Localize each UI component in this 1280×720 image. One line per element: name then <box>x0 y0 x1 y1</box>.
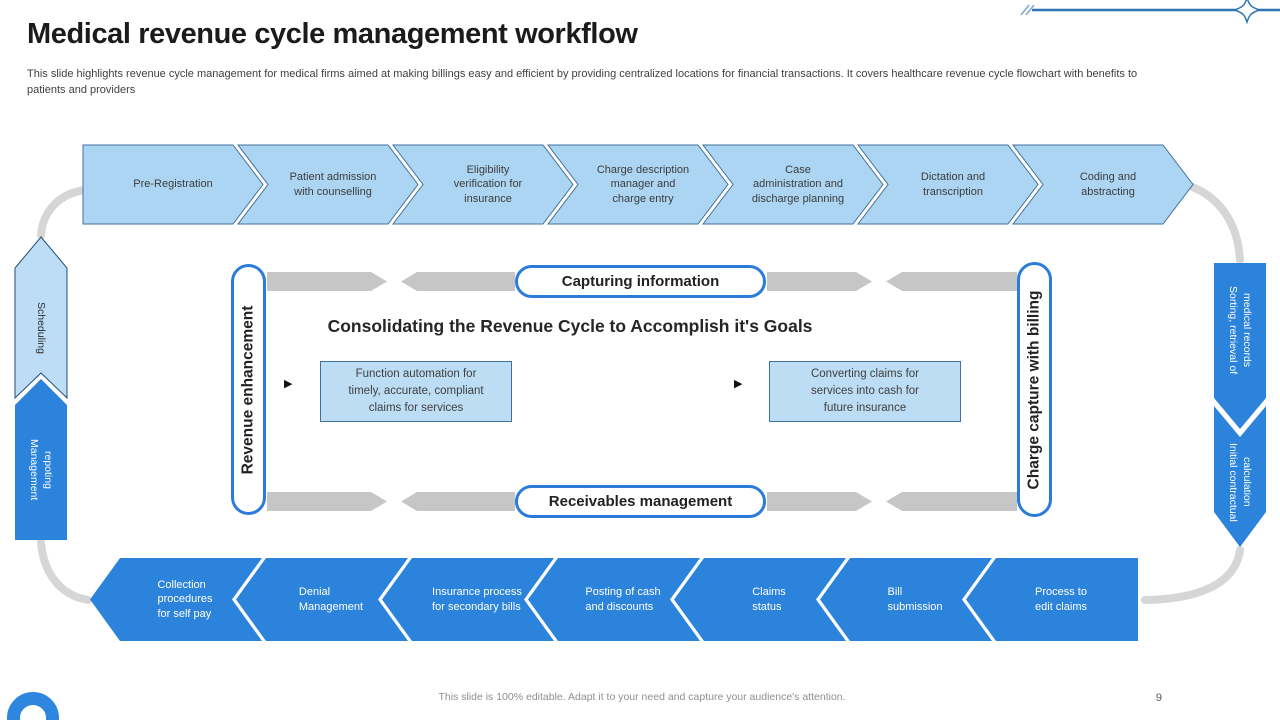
arc-connector-bottom-right <box>1141 546 1244 604</box>
bottom-flow-step-label: Posting of cash and discounts <box>585 586 661 613</box>
bottom-flow-step-label: Insurance process for secondary bills <box>432 586 522 613</box>
left-info-box: Function automation for timely, accurate… <box>320 361 512 422</box>
revenue-enhancement-label: Revenue enhancement <box>239 305 257 474</box>
deco-tick-icon <box>1020 4 1035 16</box>
left-rail-bottom-label: Management repoting <box>28 439 55 501</box>
bottom-chevron-4 <box>674 558 846 641</box>
bottom-flow-step-label: Denial Management <box>298 586 364 613</box>
arc-connector-top-left <box>37 186 88 239</box>
triangle-bullet-icon: ▶ <box>734 378 743 390</box>
page-title: Medical revenue cycle management workflo… <box>27 18 638 50</box>
right-info-box: Converting claims for services into cash… <box>769 361 961 422</box>
gray-arrow-right-icon <box>267 272 387 291</box>
page-subtitle: This slide highlights revenue cycle mana… <box>27 68 1138 96</box>
footer-note: This slide is 100% editable. Adapt it to… <box>438 691 846 703</box>
top-chevron-0 <box>82 144 264 225</box>
top-flow-step-label: Patient admission with counselling <box>289 171 377 198</box>
ring-decoration <box>7 692 59 720</box>
gray-arrow-left-icon <box>886 492 1017 511</box>
arc-connector-bottom-left <box>37 538 92 604</box>
bottom-chevron-2 <box>382 558 554 641</box>
gray-arrow-left-icon <box>886 272 1017 291</box>
revenue-enhancement-pill: Revenue enhancement <box>231 264 266 515</box>
left-rail-arrow-bottom <box>15 379 67 540</box>
right-rail-bottom-label: Initial contractual calculation <box>1227 442 1254 522</box>
top-flow-step-label: Dictation and transcription <box>920 171 986 198</box>
arc-connector-top-right <box>1186 182 1244 264</box>
bottom-chevron-3 <box>528 558 700 641</box>
charge-capture-label: Charge capture with billing <box>1025 290 1043 489</box>
right-rail-arrow-down <box>1214 406 1266 547</box>
bottom-flow-step-label: Collection procedures for self pay <box>157 579 213 620</box>
gray-arrow-left-icon <box>401 492 515 511</box>
top-flow-step-label: Case administration and discharge planni… <box>751 164 845 205</box>
top-chevron-5 <box>856 144 1039 225</box>
gray-arrow-right-icon <box>267 492 387 511</box>
gray-arrow-left-icon <box>401 272 515 291</box>
right-rail-arrow-top <box>1214 263 1266 429</box>
top-flow-step-label: Eligibility verification for insurance <box>453 164 523 205</box>
top-flow-step-label: Coding and abstracting <box>1079 171 1137 198</box>
bottom-flow-step-label: Claims status <box>752 586 786 613</box>
bottom-flow-step-label: Process to edit claims <box>1035 586 1087 613</box>
gray-arrow-right-icon <box>767 272 872 291</box>
sparkle-icon <box>1233 0 1261 25</box>
bottom-flow-step-label: Bill submission <box>887 586 943 613</box>
bottom-chevron-0 <box>90 558 262 641</box>
receivables-management-pill: Receivables management <box>515 485 766 518</box>
page-number: 9 <box>1155 692 1162 704</box>
top-chevron-1 <box>236 144 419 225</box>
bottom-chevron-5 <box>820 558 992 641</box>
top-flow-step-label: Pre-Registration <box>133 178 213 191</box>
triangle-bullet-icon: ▶ <box>284 378 293 390</box>
receivables-management-label: Receivables management <box>548 493 733 510</box>
left-rail-arrow-up <box>14 236 68 400</box>
bottom-chevron-1 <box>236 558 408 641</box>
capturing-information-pill: Capturing information <box>515 265 766 298</box>
gray-arrow-right-icon <box>767 492 872 511</box>
left-rail-top-label: Scheduling <box>35 302 48 354</box>
top-chevron-3 <box>546 144 729 225</box>
top-chevron-6 <box>1011 144 1194 225</box>
top-chevron-4 <box>701 144 884 225</box>
center-heading: Consolidating the Revenue Cycle to Accom… <box>327 316 813 336</box>
top-chevron-2 <box>391 144 574 225</box>
charge-capture-pill: Charge capture with billing <box>1017 262 1052 517</box>
bottom-chevron-6 <box>966 558 1138 641</box>
capturing-information-label: Capturing information <box>561 273 720 290</box>
right-rail-top-label: Sorting, retrieval of medical records <box>1227 285 1254 375</box>
top-flow-step-label: Charge description manager and charge en… <box>596 164 690 205</box>
